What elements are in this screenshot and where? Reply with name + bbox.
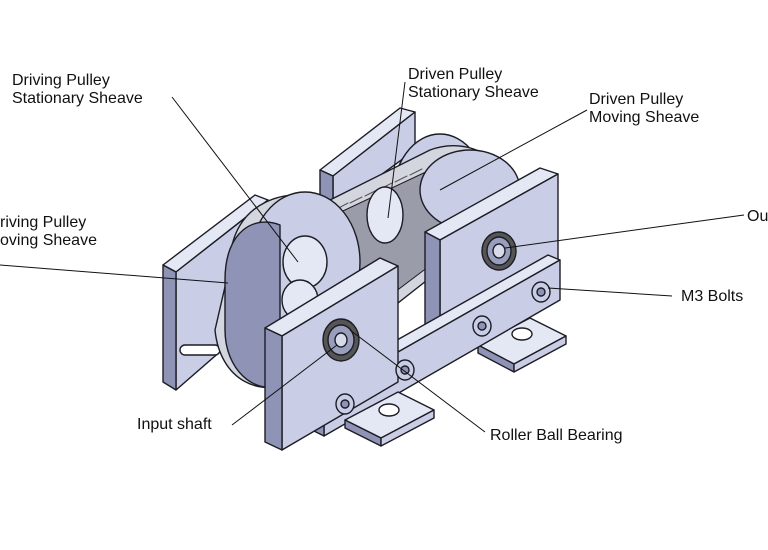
leader-output-shaft: [504, 214, 745, 249]
leader-driven-moving-sheave: [439, 109, 588, 191]
label-line: Driven Pulley: [589, 91, 684, 108]
leader-driving-stationary-sheave: [171, 96, 299, 263]
label-line: Driven Pulley: [408, 66, 503, 83]
m3-bolt: [395, 359, 415, 381]
label-line: Stationary Sheave: [408, 84, 539, 101]
leader-driven-stationary-sheave: [387, 81, 406, 219]
label-driven-stationary-sheave: Driven Pulley Stationary Sheave: [408, 66, 539, 102]
label-input-shaft: Input shaft: [137, 416, 212, 433]
left-mount-bracket: [344, 391, 435, 447]
label-roller-ball-bearing: Roller Ball Bearing: [490, 427, 623, 444]
label-driving-stationary-sheave: Driving Pulley Stationary Sheave: [12, 72, 143, 108]
m3-bolt: [335, 393, 355, 415]
leader-m3-bolts: [547, 287, 673, 297]
label-line: Driving Pulley: [12, 72, 110, 89]
label-line: oving Sheave: [0, 232, 97, 249]
label-driven-moving-sheave: Driven Pulley Moving Sheave: [589, 91, 699, 127]
label-driving-moving-sheave: riving Pulley oving Sheave: [0, 214, 97, 250]
m3-bolt: [531, 281, 551, 303]
leader-input-shaft: [231, 344, 338, 426]
front-left-plate: [264, 257, 399, 451]
leader-driving-moving-sheave: [0, 264, 229, 284]
m3-bolt: [472, 315, 492, 337]
label-line: Moving Sheave: [589, 109, 700, 126]
label-line: Stationary Sheave: [12, 90, 143, 107]
label-m3-bolts: M3 Bolts: [681, 288, 744, 305]
label-output-shaft: Ou: [747, 208, 768, 225]
leader-roller-ball-bearing: [349, 329, 486, 433]
label-line: riving Pulley: [0, 214, 87, 231]
